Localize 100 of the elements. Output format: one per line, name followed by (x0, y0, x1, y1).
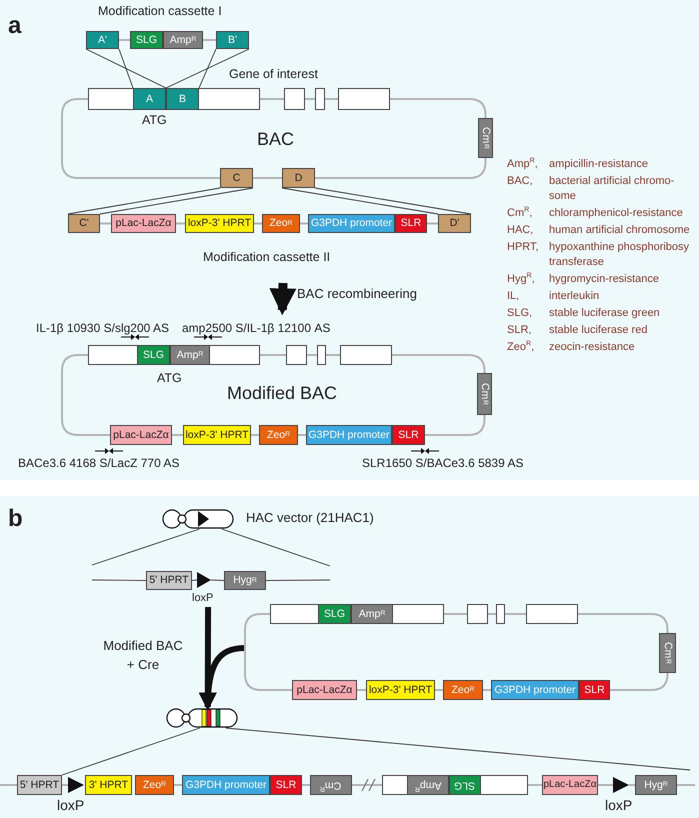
abbreviation-label: SLR, (507, 323, 532, 338)
gene-element-box: pLac-LacZα (110, 425, 172, 445)
panel-letter: a (8, 12, 22, 40)
site-label: loxP (192, 592, 214, 604)
plasmid-name: BAC (257, 129, 294, 150)
edge-label: Modified BAC + Cre (102, 637, 184, 674)
primer-label: BACe3.6 4168 S/LacZ 770 AS (18, 456, 180, 470)
connector-line (282, 188, 438, 214)
dna-strand-line (298, 434, 306, 436)
dna-strand-line (315, 158, 486, 179)
connector-line (221, 528, 330, 566)
dna-strand-line (305, 98, 315, 100)
dna-strand-line (61, 98, 220, 179)
dna-strand-line (326, 354, 340, 356)
abbreviation-label: Cm$^{R}$, (507, 206, 534, 221)
cassette-title: Modification cassette II (203, 250, 330, 264)
gene-element-box: Zeo$^{R}$ (443, 680, 483, 700)
connector-line (92, 528, 200, 566)
connector-line (192, 580, 198, 581)
dna-strand-line (505, 613, 526, 615)
exon-box (270, 604, 444, 624)
dna-strand-line (435, 689, 443, 691)
dna-strand-line (610, 672, 668, 691)
gene-element-box: A' (86, 31, 119, 49)
dna-strand-line (578, 613, 668, 633)
gene-element-box: Hyg$^{R}$ (635, 775, 677, 795)
dna-strand-line (260, 354, 286, 356)
connector-line (86, 48, 166, 88)
gene-element-box: pLac-LacZα (292, 680, 357, 700)
gene-element-box: D (282, 168, 315, 188)
gene-element-box: G3PDH promoter (308, 214, 395, 233)
process-arrow (199, 645, 246, 711)
exon-box (88, 345, 260, 365)
dna-strand-line (629, 784, 635, 786)
gene-element-box: pLac-LacZα (542, 775, 598, 795)
gene-element-box: Amp$^{R}$ (163, 31, 203, 49)
gene-element-box: pLac-LacZα (111, 214, 176, 233)
dna-strand-line (307, 354, 317, 356)
exon-box (315, 88, 325, 110)
gene-element-box: Zeo$^{R}$ (259, 425, 298, 445)
dna-strand-line (251, 434, 259, 436)
gene-label: Gene of interest (229, 67, 318, 81)
dna-strand-line (488, 613, 496, 615)
definition-text: ampicillin-resistance (549, 157, 650, 172)
exon-box (496, 604, 505, 624)
gene-element-box: Zeo$^{R}$ (262, 214, 300, 233)
primer-label: amp2500 S/IL-1β 12100 AS (182, 321, 330, 335)
dna-strand-line (677, 784, 695, 786)
chromosome-drawing (162, 509, 234, 529)
primer-label: IL-1β 10930 S/slg200 AS (36, 321, 169, 335)
connector-line (92, 580, 146, 581)
exon-box (88, 88, 260, 110)
vector-label: HAC vector (21HAC1) (246, 510, 374, 525)
gene-element-box: SLR (579, 680, 610, 700)
dna-strand-line (425, 415, 486, 436)
gene-element-box: SLR (270, 775, 302, 795)
gene-element-box: Amp$^{R}$ (170, 345, 210, 365)
gene-element-box: SLR (395, 214, 427, 233)
chromosome-drawing (166, 708, 238, 728)
connector-line (266, 580, 330, 581)
connector-line (68, 188, 220, 214)
dna-strand-line (260, 98, 284, 100)
dna-strand-line (352, 784, 382, 786)
gene-element-box: SLG (449, 775, 481, 795)
exon-box (467, 604, 488, 624)
gene-element-box: SLG (137, 345, 170, 365)
gene-element-box: 3' HPRT (85, 775, 132, 795)
gene-element-box: SLR (392, 425, 425, 445)
gene-element-box: Amp$^{R}$ (351, 604, 393, 624)
loxp-triangle (68, 777, 84, 793)
dna-strand-line (483, 689, 491, 691)
plasmid-name: Modified BAC (227, 383, 338, 404)
dna-strand-line (174, 784, 182, 786)
connector-line (210, 580, 224, 581)
primer-label: SLR1650 S/BACe3.6 5839 AS (362, 456, 524, 470)
gene-element-box: loxP-3' HPRT (185, 214, 254, 233)
abbreviation-label: Amp$^{R}$, (507, 157, 539, 172)
definition-text: interleukin (549, 289, 600, 304)
dna-strand-line (390, 98, 486, 118)
dna-strand-line (253, 177, 282, 179)
panel-letter: b (8, 505, 23, 533)
edge-label: BAC recombineering (297, 286, 417, 301)
gene-element-box: A (133, 88, 166, 110)
gene-element-box: C (220, 168, 253, 188)
connector-line (166, 48, 250, 88)
connector-line (118, 48, 134, 88)
gene-element-box: Hyg$^{R}$ (224, 571, 266, 590)
abbreviation-label: HAC, (507, 223, 534, 238)
gene-element-box: SLG (318, 604, 351, 624)
site-label: loxP (605, 797, 632, 813)
connector-line (225, 728, 690, 770)
definition-text: chloramphenicol-resistance (549, 206, 684, 221)
exon-box (338, 88, 390, 110)
connector-line (100, 188, 254, 214)
abbreviation-label: Hyg$^{R}$, (507, 272, 536, 287)
definition-text: stable luciferase red (549, 323, 648, 338)
gene-element-box: loxP-3' HPRT (183, 425, 251, 445)
site-label: loxP (57, 797, 84, 813)
cassette-title: Modification cassette I (98, 4, 222, 18)
dna-strand-line (119, 39, 130, 41)
